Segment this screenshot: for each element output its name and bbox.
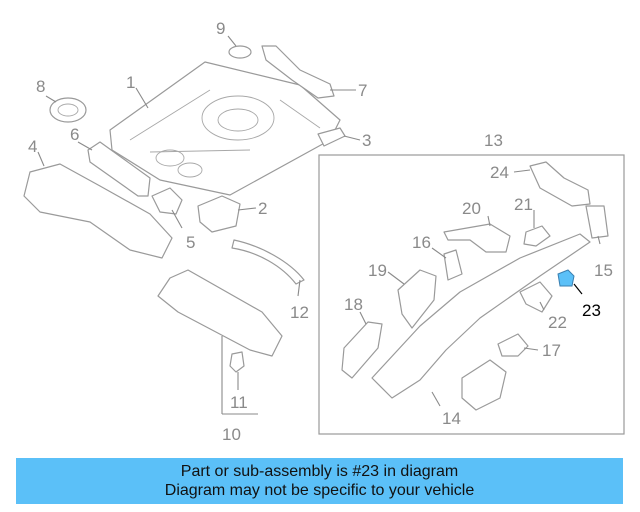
callout-2: 2 <box>258 199 267 218</box>
part-23-highlighted[interactable] <box>557 269 575 287</box>
subassembly-box <box>318 154 625 435</box>
part-rear-reinforcement[interactable] <box>261 45 335 99</box>
callout-24: 24 <box>490 163 509 182</box>
callout-13: 13 <box>484 131 503 150</box>
part-22[interactable] <box>519 281 553 313</box>
callout-10: 10 <box>222 425 241 444</box>
callout-16: 16 <box>412 233 431 252</box>
part-17[interactable] <box>497 333 529 357</box>
part-side-rail-4[interactable] <box>23 163 173 259</box>
part-15[interactable] <box>585 205 609 239</box>
part-20[interactable] <box>443 223 511 253</box>
part-rear-floor-pan[interactable] <box>109 61 341 196</box>
part-mount[interactable] <box>461 359 507 411</box>
banner-line-1: Part or sub-assembly is #23 in diagram <box>180 463 459 480</box>
callout-4: 4 <box>28 137 37 156</box>
callout-17: 17 <box>542 341 561 360</box>
part-16[interactable] <box>443 249 463 281</box>
callout-21: 21 <box>514 195 533 214</box>
callout-7: 7 <box>358 81 367 100</box>
callout-22: 22 <box>548 313 567 332</box>
part-curved-reinforcement[interactable] <box>231 239 305 285</box>
part-24[interactable] <box>529 161 591 207</box>
callout-15: 15 <box>594 261 613 280</box>
callout-19: 19 <box>368 261 387 280</box>
part-21[interactable] <box>523 225 551 247</box>
leader-lines <box>37 35 601 415</box>
part-bracket-11[interactable] <box>229 351 245 373</box>
callout-20: 20 <box>462 199 481 218</box>
callout-8: 8 <box>36 77 45 96</box>
callout-14: 14 <box>442 409 461 428</box>
callout-9: 9 <box>216 19 225 38</box>
part-side-member-14[interactable] <box>371 233 591 399</box>
part-19[interactable] <box>397 269 437 329</box>
callout-5: 5 <box>186 233 195 252</box>
callout-6: 6 <box>70 125 79 144</box>
callout-23: 23 <box>582 301 601 320</box>
info-banner: Part or sub-assembly is #23 in diagram D… <box>16 458 623 504</box>
callout-11: 11 <box>230 393 248 412</box>
part-spare-cover[interactable] <box>49 97 87 123</box>
parts-diagram: 1 2 3 4 5 6 7 8 9 10 11 12 13 14 15 16 1… <box>23 19 625 444</box>
callout-18: 18 <box>344 295 363 314</box>
callout-3: 3 <box>362 131 371 150</box>
part-plug[interactable] <box>228 45 252 59</box>
part-bracket-5[interactable] <box>151 187 183 215</box>
callout-1: 1 <box>126 73 135 92</box>
part-front-floor[interactable] <box>157 269 283 357</box>
part-bracket-2[interactable] <box>197 195 241 233</box>
callout-12: 12 <box>290 303 309 322</box>
part-18[interactable] <box>341 321 383 379</box>
banner-line-2: Diagram may not be specific to your vehi… <box>164 482 475 499</box>
part-crossmember-6[interactable] <box>87 141 151 197</box>
